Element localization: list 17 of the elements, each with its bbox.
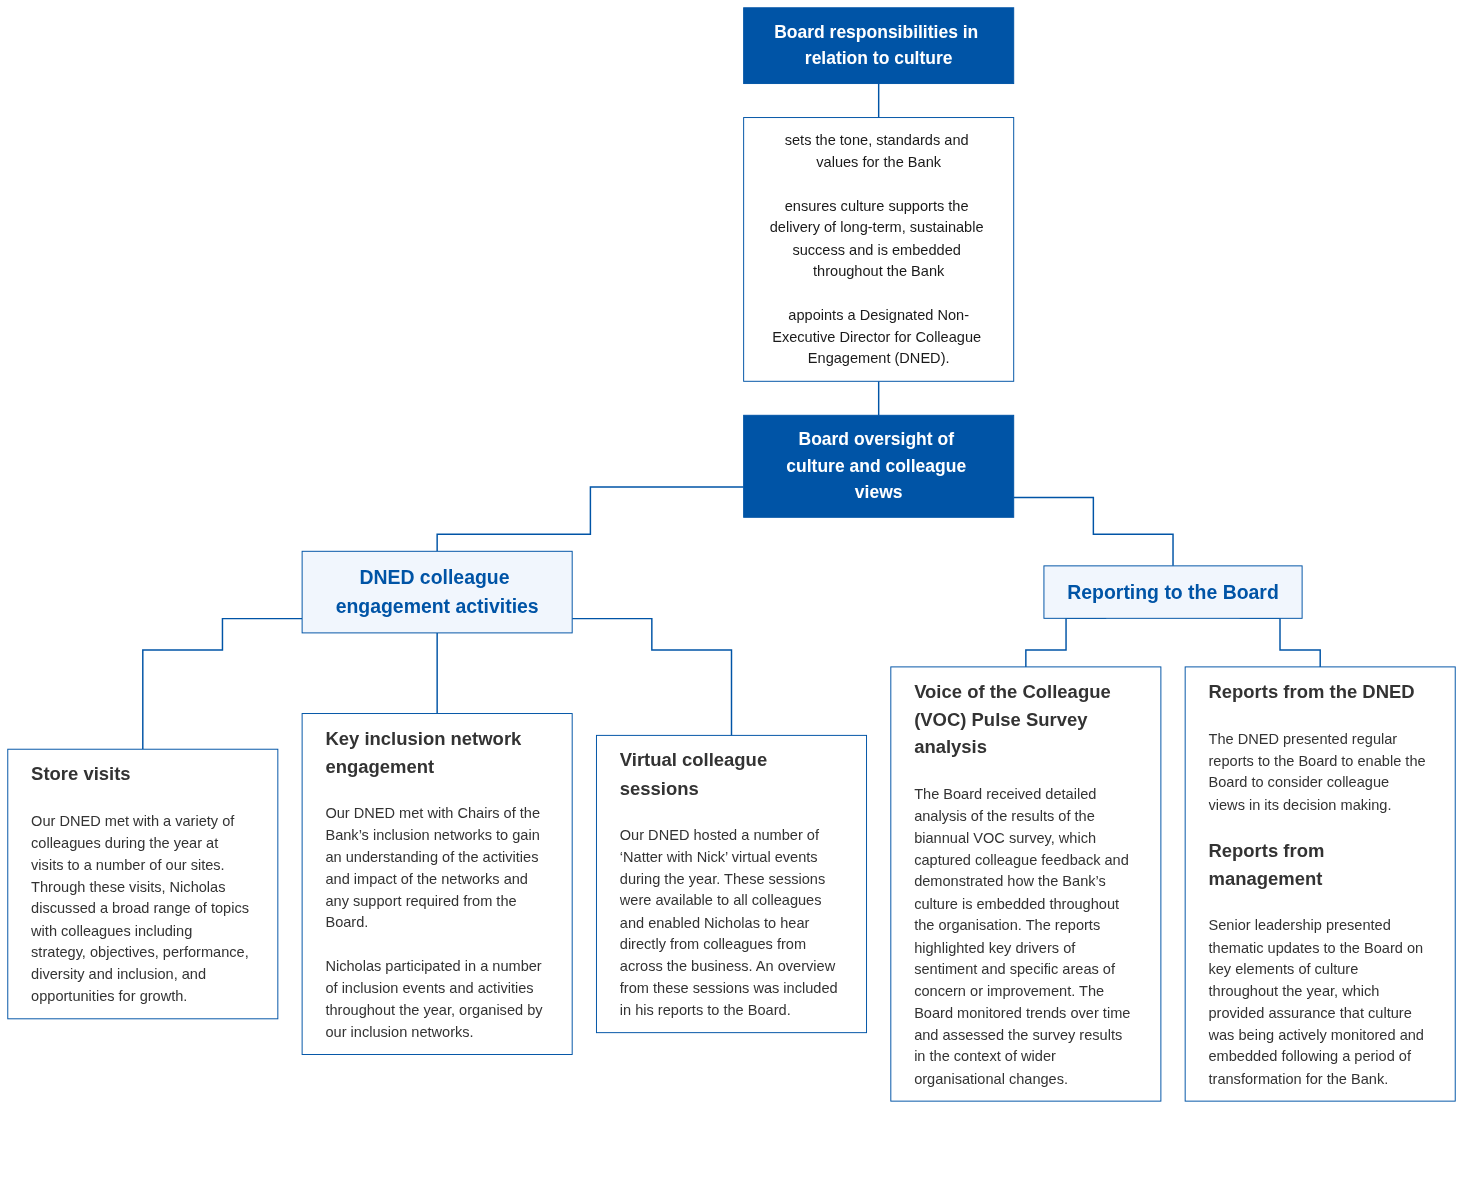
- connector: [1013, 496, 1174, 567]
- node-box: Reporting to the Board: [1043, 565, 1303, 619]
- node-box: Virtual colleague sessions Our DNED hosted a number of ‘Natter with Nick’ virtual events during the year. These sessions were available to all colleagues and enabled Nicholas to hear directly from colleagues from across the business. An overview from these sessions was included in his reports to the Board.: [596, 734, 867, 1034]
- node-box: Board oversight of culture and colleague views: [743, 414, 1015, 518]
- connector: [571, 617, 733, 737]
- connector: [142, 617, 303, 750]
- connector: [877, 380, 880, 417]
- node-box: Voice of the Colleague (VOC) Pulse Survey analysis The Board received detailed analysis of the results of the biannual VOC survey, which captured colleague feedback and demonstrated how the Bank’s culture is embedded throughout the organisation. The reports highlighted key drivers of sentiment and specific areas of concern or improvement. The Board monitored trends over time and assessed the survey results in the context of wider organisational changes.: [890, 666, 1162, 1102]
- node-box: Reports from the DNED The DNED presented regular reports to the Board to enable the Board to consider colleague views in its decision making. Reports from management Senior leadership presented thematic updates to the Board on key elements of culture throughout the year, which provided assurance that culture was being actively monitored and embedded following a period of transformation for the Bank.: [1184, 666, 1456, 1102]
- connector: [436, 486, 745, 553]
- node-box: Board responsibilities in relation to culture: [743, 7, 1015, 85]
- node-box: DNED colleague engagement activities: [301, 550, 573, 634]
- node-box: Store visits Our DNED met with a variety of colleagues during the year at visits to a number of our sites. Through these visits, Nicholas discussed a broad range of topics with colleagues including strategy, objectives, performance, diversity and inclusion, and opportunities for growth.: [7, 748, 279, 1020]
- node-box: Key inclusion network engagement Our DNED met with Chairs of the Bank’s inclusion networks to gain an understanding of the activities and impact of the networks and any support required from the Board. Nicholas participated in a number of inclusion events and activities throughout the year, organised by our inclusion networks.: [301, 713, 573, 1055]
- connector: [877, 82, 880, 119]
- connector: [436, 632, 438, 715]
- node-box: sets the tone, standards and values for the Bank ensures culture supports the delivery of long-term, sustainable success and is embedded throughout the Bank appoints a Designated Non-Executive Director for Colleague Engagement (DNED).: [743, 117, 1015, 382]
